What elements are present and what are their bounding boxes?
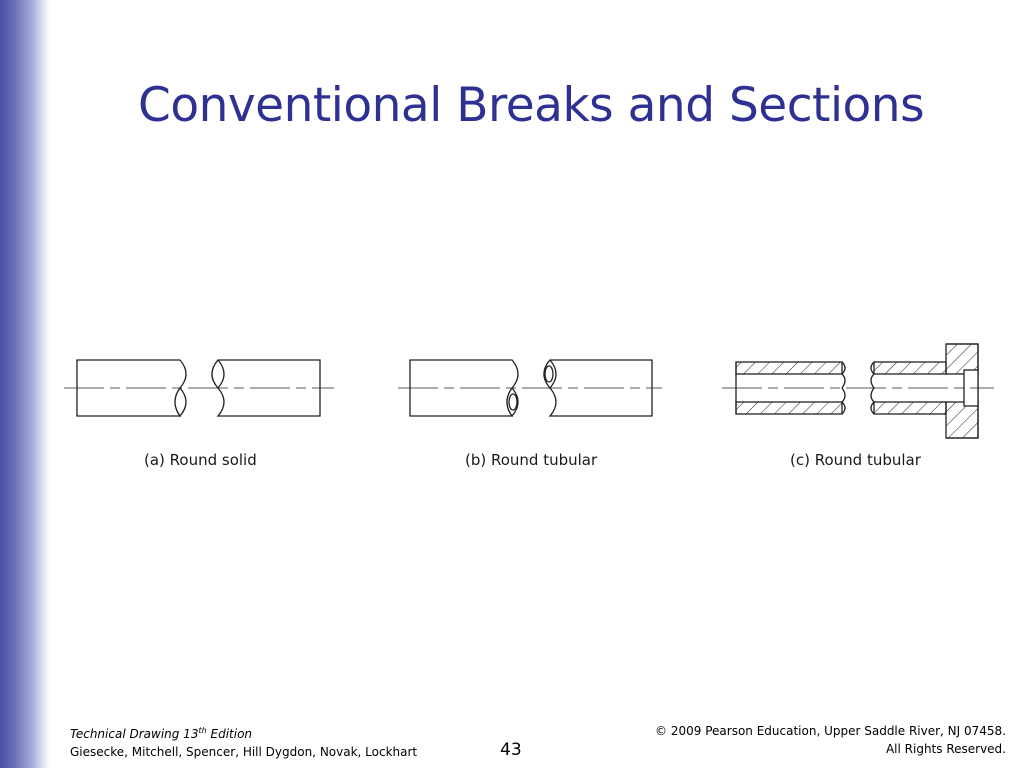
footer-authors: Giesecke, Mitchell, Spencer, Hill Dygdon… [70,745,418,759]
page-number: 43 [500,740,522,760]
caption-c: (c) Round tubular [790,451,922,469]
drawing-round-solid [64,359,334,418]
footer-book-info: Technical Drawing 13th Edition Giesecke,… [70,722,417,761]
slide-title: Conventional Breaks and Sections [138,78,925,133]
drawing-round-tubular-b [398,359,662,418]
caption-b: (b) Round tubular [465,451,598,469]
footer-copyright-line: © 2009 Pearson Education, Upper Saddle R… [655,724,1006,738]
drawing-round-tubular-c [722,343,994,439]
caption-a: (a) Round solid [144,451,257,469]
footer-book-title: Technical Drawing 13th Edition [70,726,253,741]
slide-side-gradient-bar [0,0,50,768]
footer-rights-line: All Rights Reserved. [885,742,1006,756]
footer-copyright: © 2009 Pearson Education, Upper Saddle R… [655,722,1006,758]
